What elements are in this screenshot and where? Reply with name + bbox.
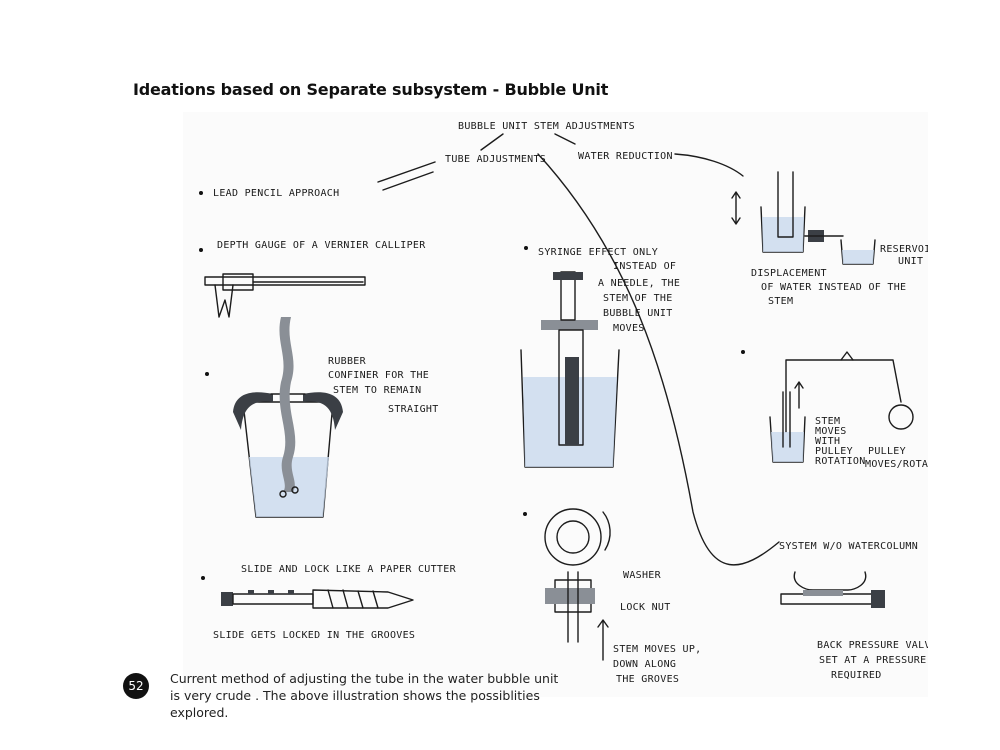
pulley-label: PULLEY MOVES/ROTATES (865, 446, 928, 470)
sketch-heading: BUBBLE UNIT STEM ADJUSTMENTS (458, 121, 635, 132)
back-pressure-label: BACK PRESSURE VALVE SET AT A PRESSURE RE… (817, 640, 928, 681)
svg-text:RESERVOIR: RESERVOIR (880, 244, 928, 255)
connector-water-reduction (674, 153, 744, 177)
svg-text:BUBBLE UNIT: BUBBLE UNIT (603, 308, 673, 319)
connector-lead-pencil (377, 161, 436, 191)
svg-text:A NEEDLE, THE: A NEEDLE, THE (598, 278, 680, 289)
reservoir-label: RESERVOIR UNIT (880, 244, 928, 267)
svg-text:SET AT A PRESSURE: SET AT A PRESSURE (819, 655, 926, 666)
svg-text:BACK PRESSURE VALVE: BACK PRESSURE VALVE (817, 640, 928, 651)
svg-text:STEM OF THE: STEM OF THE (603, 293, 673, 304)
page-title: Ideations based on Separate subsystem - … (133, 80, 609, 99)
pulley-sketch (769, 351, 914, 463)
branch-tube-adjustments: TUBE ADJUSTMENTS (445, 154, 546, 165)
bullet (524, 246, 528, 250)
branch-line-right (554, 133, 576, 145)
svg-text:OF WATER INSTEAD OF THE: OF WATER INSTEAD OF THE (761, 282, 906, 293)
vernier-calliper-sketch (204, 273, 366, 318)
item-depth-gauge: DEPTH GAUGE OF A VERNIER CALLIPER (217, 240, 426, 251)
bullet (199, 248, 203, 252)
paper-cutter-sketch (221, 589, 414, 609)
svg-text:ROTATION: ROTATION (815, 456, 866, 467)
svg-text:STEM: STEM (768, 296, 793, 307)
svg-text:MOVES: MOVES (815, 426, 847, 437)
svg-text:WITH: WITH (815, 436, 840, 447)
displacement-sketch (731, 171, 876, 265)
svg-text:MOVES: MOVES (613, 323, 645, 334)
svg-text:RUBBER: RUBBER (328, 356, 367, 367)
washer-label: WASHER (623, 570, 662, 581)
slide-note: SLIDE GETS LOCKED IN THE GROOVES (213, 630, 415, 641)
svg-text:INSTEAD OF: INSTEAD OF (613, 261, 676, 272)
displacement-label: DISPLACEMENT OF WATER INSTEAD OF THE STE… (751, 268, 906, 307)
page-number: 52 (123, 673, 149, 699)
branch-line-left (480, 133, 504, 151)
syringe-sketch (520, 271, 620, 468)
svg-text:SYRINGE EFFECT ONLY: SYRINGE EFFECT ONLY (538, 247, 658, 258)
svg-text:PULLEY: PULLEY (815, 446, 853, 457)
item-slide-lock: SLIDE AND LOCK LIKE A PAPER CUTTER (241, 564, 457, 575)
svg-text:THE GROVES: THE GROVES (616, 674, 679, 685)
rubber-confiner-label: RUBBER CONFINER FOR THE STEM TO REMAIN S… (328, 356, 439, 415)
svg-text:STEM TO REMAIN: STEM TO REMAIN (333, 385, 422, 396)
pulley-stem-label: STEM MOVES WITH PULLEY ROTATION (815, 416, 866, 467)
connector-curve (537, 153, 780, 566)
svg-text:STEM: STEM (815, 416, 840, 427)
bullet (523, 512, 527, 516)
item-lead-pencil: LEAD PENCIL APPROACH (213, 188, 339, 199)
bullet (199, 191, 203, 195)
bullet (201, 576, 205, 580)
syringe-label: SYRINGE EFFECT ONLY INSTEAD OF A NEEDLE,… (538, 247, 680, 334)
svg-text:CONFINER FOR THE: CONFINER FOR THE (328, 370, 429, 381)
svg-text:STRAIGHT: STRAIGHT (388, 404, 439, 415)
washer-sketch (544, 508, 611, 643)
svg-text:DOWN ALONG: DOWN ALONG (613, 659, 676, 670)
svg-text:MOVES/ROTATES: MOVES/ROTATES (865, 459, 928, 470)
svg-text:DISPLACEMENT: DISPLACEMENT (751, 268, 827, 279)
caption: Current method of adjusting the tube in … (170, 671, 559, 720)
stem-moves-label: STEM MOVES UP, DOWN ALONG THE GROVES (597, 619, 702, 685)
back-pressure-valve-sketch (780, 571, 885, 608)
bullet (741, 350, 745, 354)
rubber-confiner-sketch (233, 317, 343, 518)
bullet (205, 372, 209, 376)
svg-text:STEM MOVES UP,: STEM MOVES UP, (613, 644, 702, 655)
sketch-drawing: BUBBLE UNIT STEM ADJUSTMENTS TUBE ADJUST… (199, 121, 928, 685)
svg-text:UNIT: UNIT (898, 256, 923, 267)
system-no-water-label: SYSTEM W/O WATERCOLUMN (779, 541, 918, 552)
svg-text:REQUIRED: REQUIRED (831, 670, 882, 681)
lock-nut-label: LOCK NUT (620, 602, 671, 613)
branch-water-reduction: WATER REDUCTION (578, 151, 673, 162)
svg-text:PULLEY: PULLEY (868, 446, 906, 457)
sketch-illustration: BUBBLE UNIT STEM ADJUSTMENTS TUBE ADJUST… (183, 112, 928, 697)
